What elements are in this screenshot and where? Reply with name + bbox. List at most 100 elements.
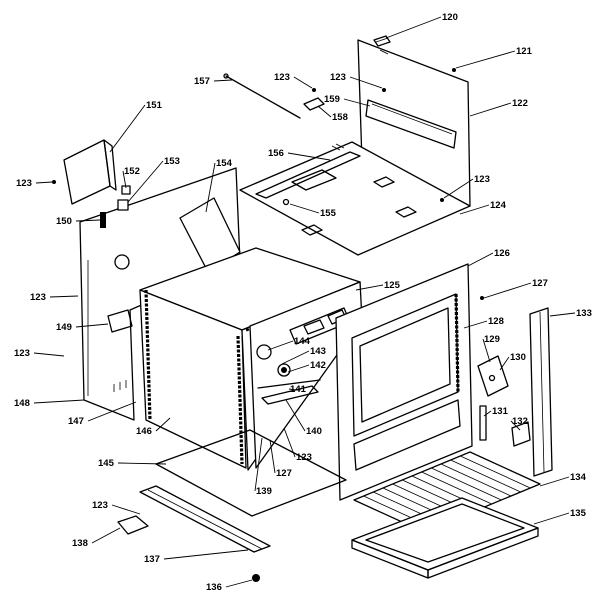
leader-line [33, 352, 65, 357]
part-callout-124: 124 [490, 200, 507, 211]
leader-line [127, 160, 164, 203]
part-callout-129: 129 [484, 334, 500, 345]
part-callout-135: 135 [570, 508, 587, 519]
leader-line [482, 338, 491, 363]
leader-line [459, 204, 490, 215]
part-callout-130: 130 [510, 352, 526, 363]
rack-wire [421, 471, 492, 505]
rod-part [223, 73, 301, 119]
part-callout-159: 159 [324, 94, 340, 105]
part-callout-158: 158 [332, 112, 348, 123]
leader-line [355, 284, 384, 291]
part-callout-120: 120 [442, 12, 458, 23]
left-bracket [63, 139, 117, 205]
part-callout-157: 157 [194, 76, 210, 87]
part-callout-142: 142 [310, 360, 326, 371]
part-callout-121: 121 [516, 46, 533, 57]
part-callout-153: 153 [164, 156, 180, 167]
leader-line [254, 437, 263, 492]
leader-line [75, 323, 109, 328]
part-callout-128: 128 [488, 316, 504, 327]
part-callout-125: 125 [384, 280, 401, 291]
leader-line [285, 399, 306, 432]
leader-line [467, 252, 494, 267]
part-callout-126: 126 [494, 248, 510, 259]
leader-line [463, 320, 488, 329]
part-callout-127: 127 [532, 278, 548, 289]
leader-line [35, 181, 53, 184]
leader-line [117, 462, 167, 465]
leader-line [225, 579, 253, 588]
part-callout-154: 154 [216, 158, 233, 169]
part-callout-123: 123 [30, 292, 46, 303]
part-callout-134: 134 [570, 472, 587, 483]
door-hinge [477, 355, 509, 397]
part-callout-149: 149 [56, 322, 72, 333]
leader-line [510, 420, 521, 431]
part-callout-141: 141 [290, 384, 307, 395]
leader-line [281, 350, 310, 365]
leader-line [317, 105, 332, 118]
leader-line [288, 388, 297, 391]
part-callout-122: 122 [512, 98, 528, 109]
part-callout-140: 140 [306, 426, 322, 437]
leader-line [385, 16, 442, 39]
side-trim [529, 307, 553, 477]
part-callout-133: 133 [576, 308, 592, 319]
part-callout-138: 138 [72, 538, 88, 549]
part-callout-147: 147 [68, 416, 84, 427]
rack-wire [450, 459, 521, 493]
leader-line [483, 410, 492, 417]
leveling-foot [252, 574, 260, 582]
leader-line [287, 364, 310, 373]
leader-line [269, 439, 276, 474]
part-callout-123: 123 [330, 72, 346, 83]
leader-line [111, 504, 141, 515]
leader-line [455, 50, 516, 69]
leader-line [283, 427, 296, 458]
part-callout-123: 123 [16, 178, 32, 189]
spring-part [100, 212, 106, 228]
small-bracket [303, 97, 325, 111]
leader-line [267, 340, 294, 351]
leader-line [499, 356, 510, 371]
leader-line [443, 178, 474, 199]
leader-line [343, 98, 371, 107]
leader-line [213, 79, 233, 82]
leader-line [289, 203, 320, 214]
leader-line [287, 152, 331, 161]
leader-line [349, 76, 383, 89]
foot-bracket [117, 515, 149, 535]
leader-line [155, 417, 171, 432]
leader-line [49, 295, 79, 298]
leader-line [163, 549, 249, 560]
bottom-rail [139, 485, 271, 553]
part-callout-156: 156 [268, 148, 284, 159]
small-blocks [117, 185, 131, 211]
leader-line [293, 76, 313, 89]
part-callout-145: 145 [98, 458, 115, 469]
part-callout-123: 123 [274, 72, 290, 83]
leader-line [483, 282, 532, 299]
part-callout-127: 127 [276, 468, 292, 479]
part-callout-152: 152 [124, 166, 140, 177]
screws [52, 68, 484, 300]
part-callout-144: 144 [294, 336, 311, 347]
leader-line [539, 476, 570, 487]
part-callout-151: 151 [146, 100, 163, 111]
rack-wire [440, 463, 512, 497]
small-plate [511, 421, 531, 447]
part-callout-123: 123 [474, 174, 490, 185]
part-callout-155: 155 [320, 208, 337, 219]
broiler-pan [351, 497, 539, 579]
bottom-panel [155, 429, 347, 517]
rack-wire [431, 467, 502, 501]
leader-line [109, 104, 146, 153]
rack-wire [460, 455, 531, 489]
leader-line [75, 219, 101, 222]
leader-line [33, 399, 85, 404]
part-callout-146: 146 [136, 426, 152, 437]
leader-line [122, 170, 127, 189]
